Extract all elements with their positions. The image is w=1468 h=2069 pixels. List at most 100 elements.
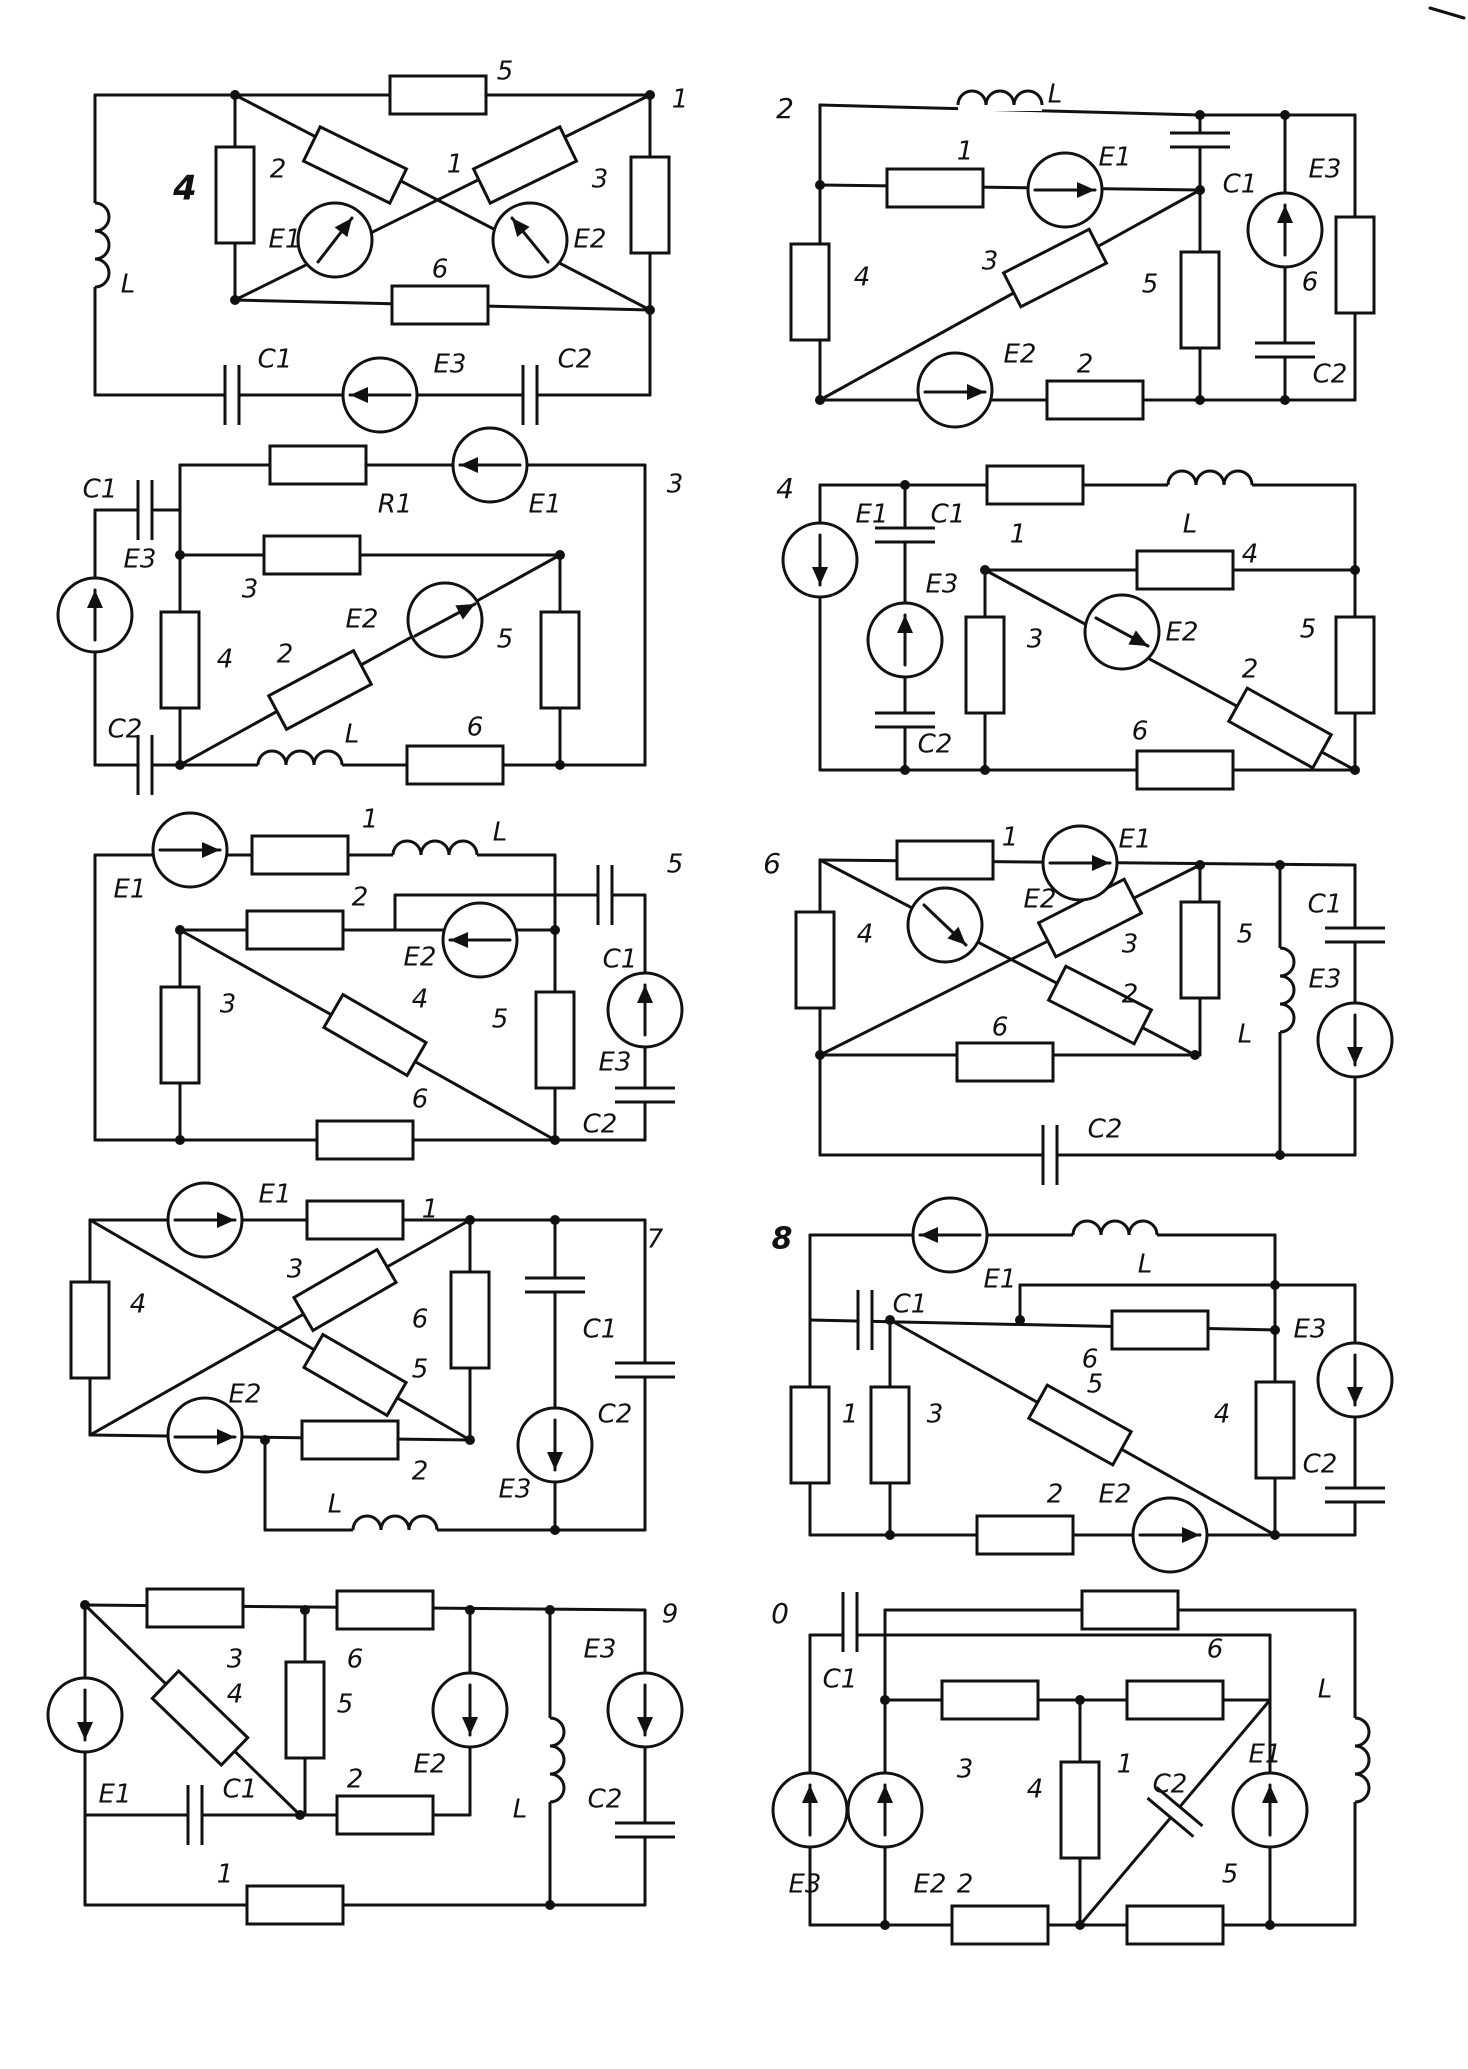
resistor-3 [1001, 227, 1109, 309]
junction-dot [545, 1605, 555, 1615]
capacitor-gap [525, 1277, 585, 1293]
resistor-label: 1 [362, 805, 379, 835]
emf-source-label: E3 [1309, 965, 1342, 995]
resistor-label: 3 [982, 247, 999, 277]
resistor-body [335, 1794, 435, 1836]
resistor-body [245, 1884, 345, 1926]
arrow-head-icon [1277, 205, 1293, 223]
arrow-head-icon [1347, 1387, 1363, 1405]
junction-dot [815, 180, 825, 190]
inductor-gap [1073, 1221, 1157, 1241]
resistor-body [955, 1041, 1055, 1083]
resistor-body [794, 910, 836, 1010]
resistor-3 [964, 615, 1006, 715]
inductor-label: L [345, 720, 360, 750]
arrow-head-icon [202, 842, 220, 858]
capacitor-label: C2 [558, 345, 593, 375]
emf-source-E3 [1316, 1341, 1394, 1419]
junction-dot [550, 1135, 560, 1145]
resistor-4 [794, 910, 836, 1010]
arrow-head-icon [87, 590, 103, 608]
inductor-coil [549, 1716, 566, 1804]
inductor-coil [956, 89, 1044, 106]
resistor-label: R1 [378, 490, 413, 520]
junction-dot [1275, 860, 1285, 870]
resistor-6 [1135, 749, 1235, 791]
wire [88, 1218, 472, 1442]
wire [818, 188, 1202, 402]
resistor-body [291, 1247, 399, 1333]
capacitor-label: C2 [1153, 1770, 1188, 1800]
emf-source-label: E2 [1166, 618, 1199, 648]
junction-dot [880, 1695, 890, 1705]
arrow-head-icon [897, 615, 913, 633]
resistor-label: 5 [497, 57, 514, 87]
capacitor-gap [1255, 342, 1315, 358]
inductor-L [1166, 469, 1254, 491]
resistor-2 [335, 1794, 435, 1836]
emf-source-label: E1 [1119, 825, 1152, 855]
resistor-1 [1125, 1679, 1225, 1721]
junction-dot [545, 1900, 555, 1910]
arrow-head-icon [802, 1785, 818, 1803]
junction-dot [1350, 565, 1360, 575]
resistor-label: 6 [347, 1645, 364, 1675]
emf-source-label: E3 [499, 1475, 532, 1505]
resistor-label: 4 [854, 263, 871, 293]
resistor-5 [539, 610, 581, 710]
inductor-label: L [1048, 80, 1063, 110]
resistor-body [449, 1270, 491, 1370]
junction-dot [645, 90, 655, 100]
inductor-coil [1071, 1219, 1159, 1236]
resistor-6 [315, 1119, 415, 1161]
resistor-label: 2 [1047, 1480, 1064, 1510]
resistor-label: 6 [1207, 1635, 1224, 1665]
capacitor-gap [597, 865, 613, 925]
resistor-1 [250, 834, 350, 876]
resistor-body [159, 985, 201, 1085]
capacitor-C1 [186, 1785, 204, 1845]
junction-dot [1190, 1050, 1200, 1060]
resistor-label: 2 [270, 155, 287, 185]
junction-dot [900, 765, 910, 775]
resistor-6 [1080, 1589, 1180, 1631]
junction-dot [175, 760, 185, 770]
emf-source-label: E3 [124, 545, 157, 575]
emf-source-E2 [441, 901, 519, 979]
resistor-body [1059, 1760, 1101, 1860]
resistor-body [405, 744, 505, 786]
junction-dot [1275, 1150, 1285, 1160]
capacitor-label: C2 [1088, 1115, 1123, 1145]
resistor-1 [789, 1385, 831, 1485]
resistor-label: 6 [1132, 717, 1149, 747]
capacitor-label: C1 [583, 1315, 618, 1345]
arrow-head-icon [217, 1429, 235, 1445]
resistor-label: 3 [592, 165, 609, 195]
resistor-label: 3 [220, 990, 237, 1020]
resistor-body [1125, 1679, 1225, 1721]
junction-dot [1015, 1315, 1025, 1325]
inductor-L [89, 201, 111, 289]
capacitor-label: C2 [1303, 1450, 1338, 1480]
arrow-head-icon [1262, 1785, 1278, 1803]
resistor-1 [895, 839, 995, 881]
capacitor-label: C2 [1313, 360, 1348, 390]
resistor-body [1046, 964, 1154, 1046]
resistor-body [895, 839, 995, 881]
emf-source-label: E1 [1099, 143, 1132, 173]
arrow-head-icon [455, 604, 475, 620]
inductor-coil [1279, 946, 1296, 1034]
resistor-body [268, 444, 368, 486]
resistor-label: 2 [347, 1765, 364, 1795]
resistor-unlabeled [301, 124, 409, 206]
resistor-6 [1334, 215, 1376, 315]
inductor-coil [94, 201, 111, 289]
capacitor-gap [224, 365, 240, 425]
resistor-body [1125, 1904, 1225, 1946]
emf-source-E2 [1131, 1496, 1209, 1574]
resistor-body [940, 1679, 1040, 1721]
junction-dot [175, 550, 185, 560]
wire [233, 93, 652, 312]
junction-dot [465, 1605, 475, 1615]
inductor-gap [393, 841, 477, 861]
